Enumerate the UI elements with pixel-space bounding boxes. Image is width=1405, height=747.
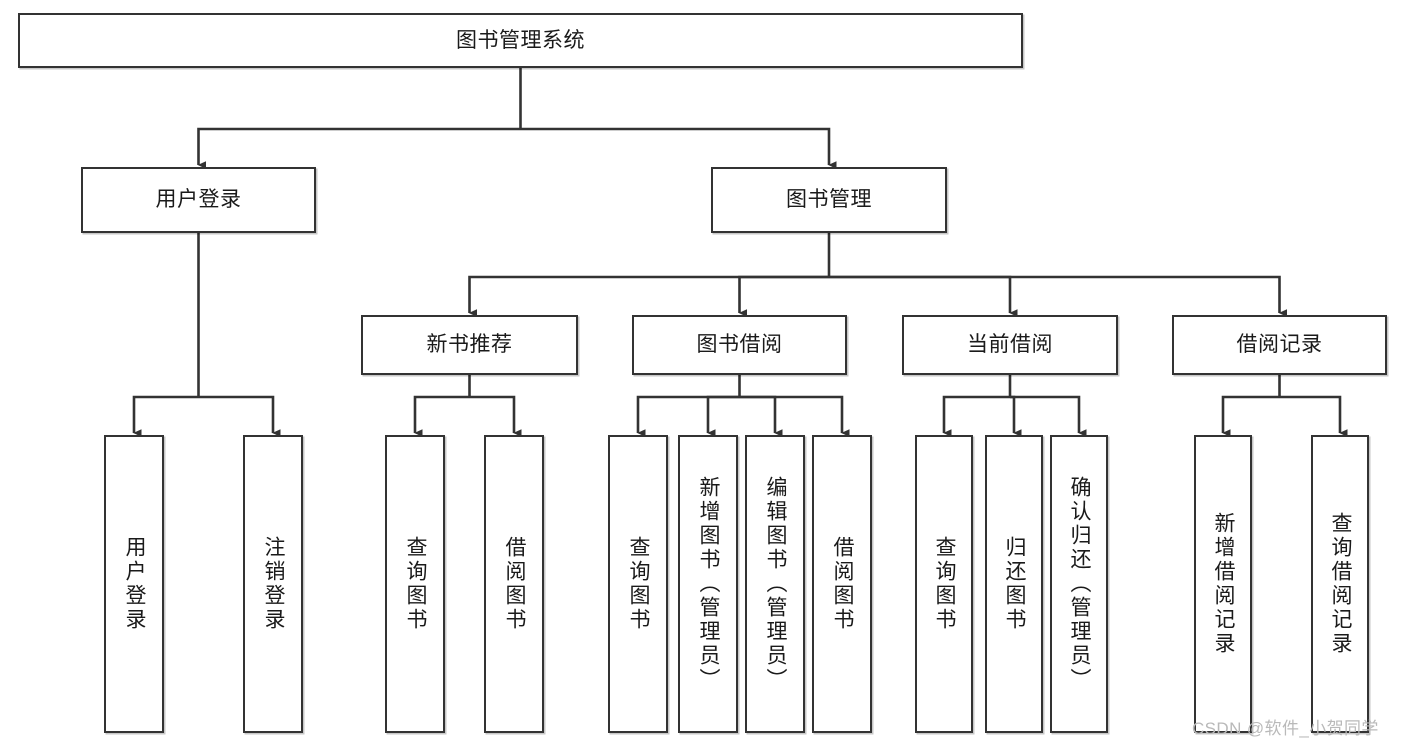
connector-edge	[829, 275, 1018, 317]
node-label: 借阅记录	[1236, 333, 1323, 357]
node-leaf13[interactable]: 查询借阅记录	[1311, 435, 1369, 733]
node-leaf5[interactable]: 查询图书	[608, 435, 668, 733]
connector-edge	[829, 275, 1288, 317]
connector-edge	[198, 395, 281, 437]
node-label: 编辑图书（管理员）	[764, 476, 788, 692]
node-label: 用户登录	[123, 536, 147, 632]
node-leaf10[interactable]: 归还图书	[985, 435, 1043, 733]
connector-edge	[1279, 395, 1348, 437]
node-label: 查询图书	[404, 536, 428, 632]
node-leaf8[interactable]: 借阅图书	[812, 435, 872, 733]
connector-edge	[942, 395, 1010, 437]
node-leaf6[interactable]: 新增图书（管理员）	[678, 435, 738, 733]
connector-edge	[738, 275, 829, 317]
node-label: 图书管理	[786, 188, 872, 212]
node-label: 当前借阅	[967, 333, 1053, 357]
node-root[interactable]: 图书管理系统	[18, 13, 1023, 68]
node-label: 借阅图书	[503, 536, 527, 632]
connector-edge	[197, 127, 521, 169]
node-label: 新书推荐	[426, 333, 513, 357]
connector-edge	[468, 275, 829, 317]
connector-edge	[739, 395, 850, 437]
node-leaf7[interactable]: 编辑图书（管理员）	[745, 435, 805, 733]
node-label: 借阅图书	[831, 536, 855, 632]
node-leaf4[interactable]: 借阅图书	[484, 435, 544, 733]
node-newbook[interactable]: 新书推荐	[361, 315, 578, 375]
connector-edge	[1010, 395, 1022, 437]
node-label: 归还图书	[1003, 536, 1027, 632]
node-records[interactable]: 借阅记录	[1172, 315, 1387, 375]
node-leaf11[interactable]: 确认归还（管理员）	[1050, 435, 1108, 733]
node-current[interactable]: 当前借阅	[902, 315, 1118, 375]
connector-edge	[706, 395, 740, 437]
node-borrow[interactable]: 图书借阅	[632, 315, 847, 375]
node-leaf3[interactable]: 查询图书	[385, 435, 445, 733]
node-label: 图书管理系统	[456, 28, 585, 52]
connector-edge	[739, 395, 783, 437]
node-label: 新增借阅记录	[1212, 512, 1236, 656]
node-login[interactable]: 用户登录	[81, 167, 316, 233]
node-leaf9[interactable]: 查询图书	[915, 435, 973, 733]
node-bookmgmt[interactable]: 图书管理	[711, 167, 947, 233]
node-label: 查询借阅记录	[1329, 512, 1353, 656]
connector-edge	[1010, 395, 1087, 437]
node-label: 确认归还（管理员）	[1068, 476, 1092, 692]
node-leaf1[interactable]: 用户登录	[104, 435, 164, 733]
node-label: 注销登录	[262, 536, 286, 632]
node-label: 查询图书	[933, 536, 957, 632]
node-label: 查询图书	[627, 536, 651, 632]
node-leaf12[interactable]: 新增借阅记录	[1194, 435, 1252, 733]
connector-edge	[413, 395, 470, 437]
connector-edge	[132, 395, 199, 437]
node-label: 用户登录	[155, 188, 242, 212]
connector-edge	[1221, 395, 1280, 437]
connector-edge	[636, 395, 740, 437]
connector-edge	[469, 395, 522, 437]
node-label: 图书借阅	[696, 333, 783, 357]
node-leaf2[interactable]: 注销登录	[243, 435, 303, 733]
node-label: 新增图书（管理员）	[697, 476, 721, 692]
connector-edge	[520, 127, 837, 169]
